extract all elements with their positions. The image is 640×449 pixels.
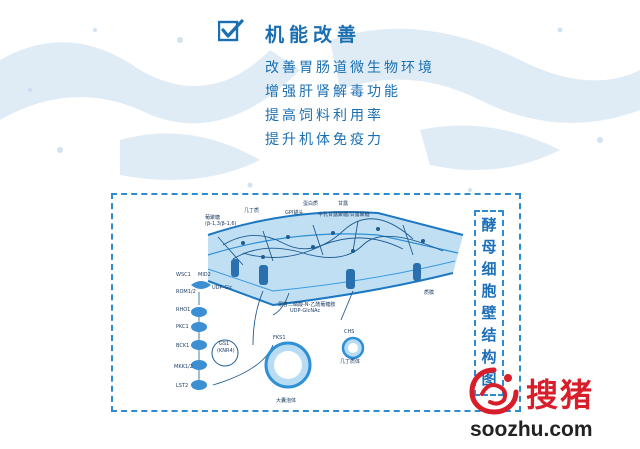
vertical-title-char: 结	[481, 326, 497, 344]
label-wsc1: WSC1	[176, 272, 191, 278]
label-gs: GS1	[219, 341, 230, 347]
benefit-item-feed-efficiency: 提高饲料利用率	[265, 108, 384, 124]
yeast-cell-wall-diagram	[191, 210, 464, 390]
label-mid2: MID2	[198, 272, 211, 278]
brand-name: 搜猪	[526, 376, 595, 414]
label-chs: CHS	[344, 329, 355, 335]
diagram-frame	[111, 193, 521, 412]
benefit-item-liver-kidney: 增强肝肾解毒功能	[265, 84, 401, 100]
benefit-item-gut: 改善胃肠道微生物环境	[265, 60, 435, 76]
label-vesicle: 大囊泡体	[276, 398, 297, 404]
label-protein: 蛋白质	[303, 201, 319, 207]
vertical-title-char: 母	[481, 238, 497, 256]
label-chitin-vesicle: 几丁质体	[340, 359, 361, 365]
label-rom: ROM1/2	[176, 289, 196, 295]
vertical-title-char: 细	[481, 260, 497, 278]
brand-url: soozhu.com	[470, 418, 593, 441]
label-chitin: 几丁质	[244, 208, 260, 214]
label-pkc: PKC1	[176, 324, 189, 330]
water-splash-background	[0, 27, 640, 192]
checkmark-icon	[218, 19, 244, 42]
label-udp-glcnac: 尿苷二磷酸-N-乙酰葡糖胺	[278, 302, 336, 308]
benefit-item-immunity: 提升机体免疫力	[265, 132, 384, 148]
label-membrane: 质膜	[424, 290, 435, 296]
vertical-title-char: 壁	[481, 304, 497, 322]
label-glucan: 葡聚糖	[205, 215, 221, 221]
label-gpi: GPI锚头	[285, 210, 304, 216]
label-gs-sub: (KNR4)	[217, 348, 235, 354]
label-lst: LST2	[176, 383, 189, 389]
label-rho: RHO1	[176, 307, 191, 313]
label-udp-glc: UDP-Glc	[212, 285, 233, 291]
vertical-title-char: 胞	[481, 282, 497, 300]
label-bck: BCK1	[176, 343, 190, 349]
label-mannan: 甘露	[338, 201, 349, 207]
soozhu-logo-icon	[469, 367, 519, 415]
vertical-title-char: 酵	[481, 216, 497, 234]
vertical-title-char: 构	[481, 348, 497, 366]
label-mkk: MKK1/2	[174, 364, 193, 370]
diagram-vertical-title: 酵 母 细 胞 壁 结 构 图	[474, 210, 504, 396]
label-fks: FKS1	[273, 335, 286, 341]
vertical-title-char: 图	[481, 370, 497, 388]
label-glucan-link: (β-1,3/β-1,6)	[205, 221, 237, 227]
label-mannoprotein: 半乳甘露聚糖/甘露聚糖	[318, 212, 370, 218]
label-udp-glcnac-sub: UDP-GlcNAc	[290, 308, 321, 314]
section-title: 机能改善	[265, 24, 362, 46]
